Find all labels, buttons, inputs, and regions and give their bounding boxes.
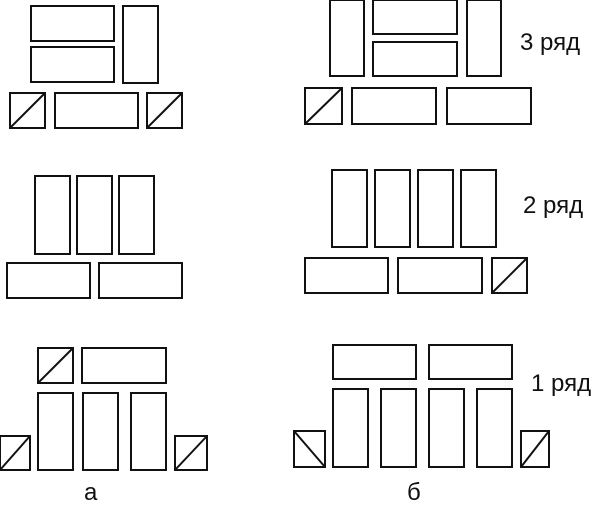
brick-stretcher — [397, 257, 483, 294]
half-brick-icon — [304, 87, 343, 125]
half-brick-icon — [293, 430, 326, 468]
brick-header-vertical — [380, 388, 417, 468]
variant-a-row-3 — [9, 5, 183, 129]
variant-b-row-1 — [293, 344, 550, 468]
brick-stretcher — [30, 46, 115, 83]
brick-stretcher — [30, 5, 115, 42]
brick-header-vertical — [466, 0, 502, 77]
brick-stretcher — [372, 0, 458, 35]
brick-header-vertical — [130, 392, 167, 471]
half-brick-icon — [0, 435, 31, 471]
half-brick-icon — [174, 435, 208, 471]
brick-header-vertical — [122, 5, 159, 84]
brick-header-vertical — [34, 175, 71, 255]
brick-stretcher — [332, 344, 417, 380]
half-brick-icon — [520, 430, 550, 468]
brick-stretcher — [351, 87, 437, 125]
brick-header-vertical — [428, 388, 465, 468]
brick-header-vertical — [76, 175, 113, 255]
half-brick-icon — [491, 257, 528, 294]
brick-stretcher — [304, 257, 389, 294]
variant-b-row-2 — [304, 169, 528, 294]
row-label-3: 3 ряд — [520, 29, 580, 56]
variant-label-a: а — [84, 479, 98, 505]
brick-stretcher — [54, 92, 139, 129]
variant-label-b: б — [407, 479, 421, 505]
brick-header-vertical — [332, 388, 369, 468]
brick-stretcher — [81, 347, 167, 384]
brick-header-vertical — [460, 169, 497, 248]
brick-header-vertical — [329, 0, 365, 77]
brick-header-vertical — [82, 392, 119, 471]
brick-header-vertical — [331, 169, 368, 248]
brick-stretcher — [446, 87, 532, 125]
half-brick-icon — [37, 347, 74, 384]
row-label-1: 1 ряд — [531, 370, 591, 397]
row-label-2: 2 ряд — [523, 192, 583, 219]
brick-header-vertical — [417, 169, 454, 248]
brick-stretcher — [6, 262, 91, 299]
variant-b-row-3 — [304, 0, 532, 125]
half-brick-icon — [146, 92, 183, 129]
half-brick-icon — [9, 92, 46, 129]
brick-stretcher — [428, 344, 513, 380]
brick-header-vertical — [476, 388, 513, 468]
variant-a-row-1 — [0, 347, 208, 471]
variant-a-row-2 — [6, 175, 183, 299]
brick-header-vertical — [37, 392, 74, 471]
brick-stretcher — [372, 41, 458, 77]
brick-header-vertical — [118, 175, 155, 255]
brick-header-vertical — [374, 169, 411, 248]
brick-stretcher — [98, 262, 183, 299]
